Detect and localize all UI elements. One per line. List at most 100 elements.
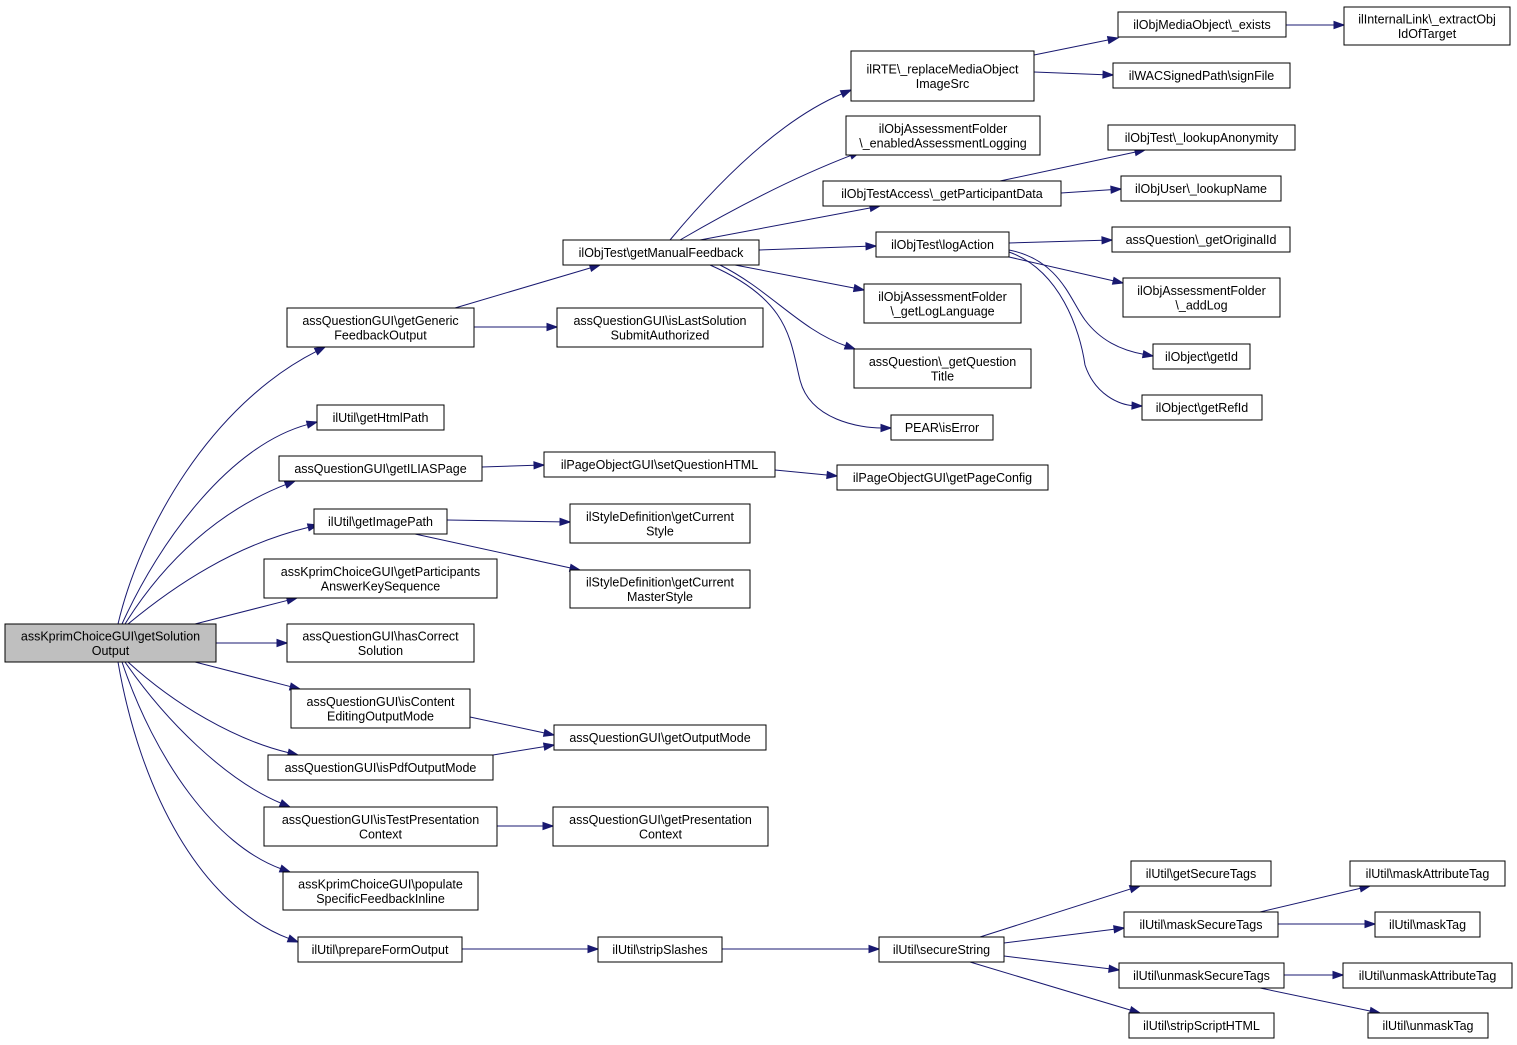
- arrow-head-icon: [533, 461, 546, 470]
- node-getSecureTags[interactable]: ilUtil\getSecureTags: [1130, 860, 1272, 887]
- node-label: assQuestionGUI\isPdfOutputMode: [285, 761, 477, 775]
- edge-root-to-hasCorrectSolution: [216, 638, 289, 648]
- arrow-head-icon: [542, 742, 556, 751]
- node-isContentEditingOutputMode[interactable]: assQuestionGUI\isContentEditingOutputMod…: [290, 688, 471, 729]
- node-label: Solution: [358, 644, 403, 658]
- node-getHtmlPath[interactable]: ilUtil\getHtmlPath: [316, 404, 445, 431]
- node-box: [597, 936, 723, 963]
- arrow-head-icon: [1106, 35, 1120, 45]
- node-lookupAnonymity[interactable]: ilObjTest\_lookupAnonymity: [1107, 124, 1296, 151]
- node-label: assQuestionGUI\getPresentation: [569, 813, 752, 827]
- node-secureString[interactable]: ilUtil\secureString: [878, 936, 1005, 963]
- node-label: ilUtil\maskAttributeTag: [1366, 867, 1490, 881]
- node-box: [282, 871, 479, 911]
- node-getLogLanguage[interactable]: ilObjAssessmentFolder\_getLogLanguage: [863, 283, 1022, 324]
- node-getOriginalId[interactable]: assQuestion\_getOriginalId: [1111, 226, 1291, 253]
- node-getOutputMode[interactable]: assQuestionGUI\getOutputMode: [553, 724, 767, 751]
- arrow-head-icon: [1113, 925, 1126, 934]
- node-label: ilPageObjectGUI\setQuestionHTML: [561, 458, 758, 472]
- edge-root-to-isPdfOutputMode: [127, 661, 300, 757]
- node-box: [1123, 911, 1279, 938]
- node-isError[interactable]: PEAR\isError: [890, 414, 994, 441]
- node-mediaExists[interactable]: ilObjMediaObject\_exists: [1117, 11, 1287, 38]
- node-isLastSolutionSubmitAuthorized[interactable]: assQuestionGUI\isLastSolutionSubmitAutho…: [556, 307, 764, 348]
- arrow-head-icon: [1141, 349, 1155, 359]
- edge-line: [969, 961, 1132, 1011]
- node-getManualFeedback[interactable]: ilObjTest\getManualFeedback: [562, 239, 760, 266]
- edge-line: [699, 207, 872, 241]
- node-maskAttributeTag[interactable]: ilUtil\maskAttributeTag: [1349, 860, 1506, 887]
- edge-line: [979, 888, 1132, 938]
- node-label: assKprimChoiceGUI\getParticipants: [281, 565, 480, 579]
- edge-getManualFeedback-to-getParticipantData: [699, 203, 882, 241]
- node-prepareFormOutput[interactable]: ilUtil\prepareFormOutput: [297, 936, 463, 963]
- node-label: \_getLogLanguage: [890, 304, 994, 318]
- arrow-head-icon: [546, 322, 559, 332]
- node-label: ilPageObjectGUI\getPageConfig: [853, 471, 1032, 485]
- node-maskSecureTags[interactable]: ilUtil\maskSecureTags: [1123, 911, 1279, 938]
- edge-line: [194, 661, 292, 688]
- node-box: [290, 688, 471, 729]
- node-setQuestionHTML[interactable]: ilPageObjectGUI\setQuestionHTML: [543, 451, 776, 478]
- node-lookupName[interactable]: ilObjUser\_lookupName: [1120, 175, 1282, 202]
- node-unmaskAttributeTag[interactable]: ilUtil\unmaskAttributeTag: [1342, 962, 1513, 989]
- node-stripScriptHTML[interactable]: ilUtil\stripScriptHTML: [1128, 1012, 1275, 1039]
- edge-logAction-to-getId: [1008, 249, 1155, 359]
- arrow-head-icon: [559, 517, 572, 527]
- node-stripSlashes[interactable]: ilUtil\stripSlashes: [597, 936, 723, 963]
- edge-setQuestionHTML-to-getPageConfig: [774, 469, 839, 480]
- edge-line: [1003, 928, 1116, 944]
- edge-line: [1008, 256, 1115, 282]
- node-label: Output: [92, 644, 130, 658]
- edge-replaceMediaObjectImageSrc-to-signFile: [1033, 70, 1115, 79]
- node-label: ilUtil\stripSlashes: [612, 943, 707, 957]
- node-box: [562, 239, 760, 266]
- node-unmaskSecureTags[interactable]: ilUtil\unmaskSecureTags: [1118, 962, 1285, 989]
- node-getParticipantData[interactable]: ilObjTestAccess\_getParticipantData: [822, 180, 1062, 207]
- arrow-head-icon: [1102, 70, 1115, 79]
- node-unmaskTag[interactable]: ilUtil\unmaskTag: [1367, 1012, 1489, 1039]
- edge-replaceMediaObjectImageSrc-to-mediaExists: [1033, 35, 1120, 56]
- node-logAction[interactable]: ilObjTest\logAction: [875, 231, 1010, 258]
- node-getRefId[interactable]: ilObject\getRefId: [1141, 394, 1263, 421]
- call-graph-edges: [117, 20, 1382, 1015]
- node-getILIASPage[interactable]: assQuestionGUI\getILIASPage: [278, 455, 483, 482]
- node-getParticipantsAnswerKeySequence[interactable]: assKprimChoiceGUI\getParticipantsAnswerK…: [263, 558, 498, 599]
- node-label: SubmitAuthorized: [611, 328, 710, 342]
- edge-line: [454, 267, 592, 309]
- node-addLog[interactable]: ilObjAssessmentFolder\_addLog: [1122, 277, 1281, 318]
- edge-unmaskSecureTags-to-unmaskAttributeTag: [1284, 970, 1345, 980]
- node-maskTag[interactable]: ilUtil\maskTag: [1374, 911, 1481, 938]
- node-getImagePath[interactable]: ilUtil\getImagePath: [313, 508, 448, 535]
- node-box: [853, 348, 1032, 389]
- node-isPdfOutputMode[interactable]: assQuestionGUI\isPdfOutputMode: [267, 754, 494, 781]
- node-getPageConfig[interactable]: ilPageObjectGUI\getPageConfig: [836, 464, 1049, 491]
- node-box: [863, 283, 1022, 324]
- node-box: [1117, 11, 1287, 38]
- arrow-head-icon: [852, 283, 866, 293]
- node-label: \_addLog: [1175, 298, 1227, 312]
- node-label: assQuestionGUI\hasCorrect: [302, 629, 459, 643]
- edge-root-to-getParticipantsAnswerKeySequence: [194, 596, 299, 625]
- node-getId[interactable]: ilObject\getId: [1152, 343, 1251, 370]
- node-signFile[interactable]: ilWACSignedPath\signFile: [1112, 62, 1291, 89]
- node-populateSpecificFeedbackInline[interactable]: assKprimChoiceGUI\populateSpecificFeedba…: [282, 871, 479, 911]
- node-box: [850, 50, 1035, 102]
- node-box: [845, 115, 1041, 156]
- node-label: \_enabledAssessmentLogging: [859, 136, 1027, 150]
- node-enabledAssessmentLogging[interactable]: ilObjAssessmentFolder\_enabledAssessment…: [845, 115, 1041, 156]
- node-box: [878, 936, 1005, 963]
- node-box: [1349, 860, 1506, 887]
- edge-line: [679, 154, 852, 241]
